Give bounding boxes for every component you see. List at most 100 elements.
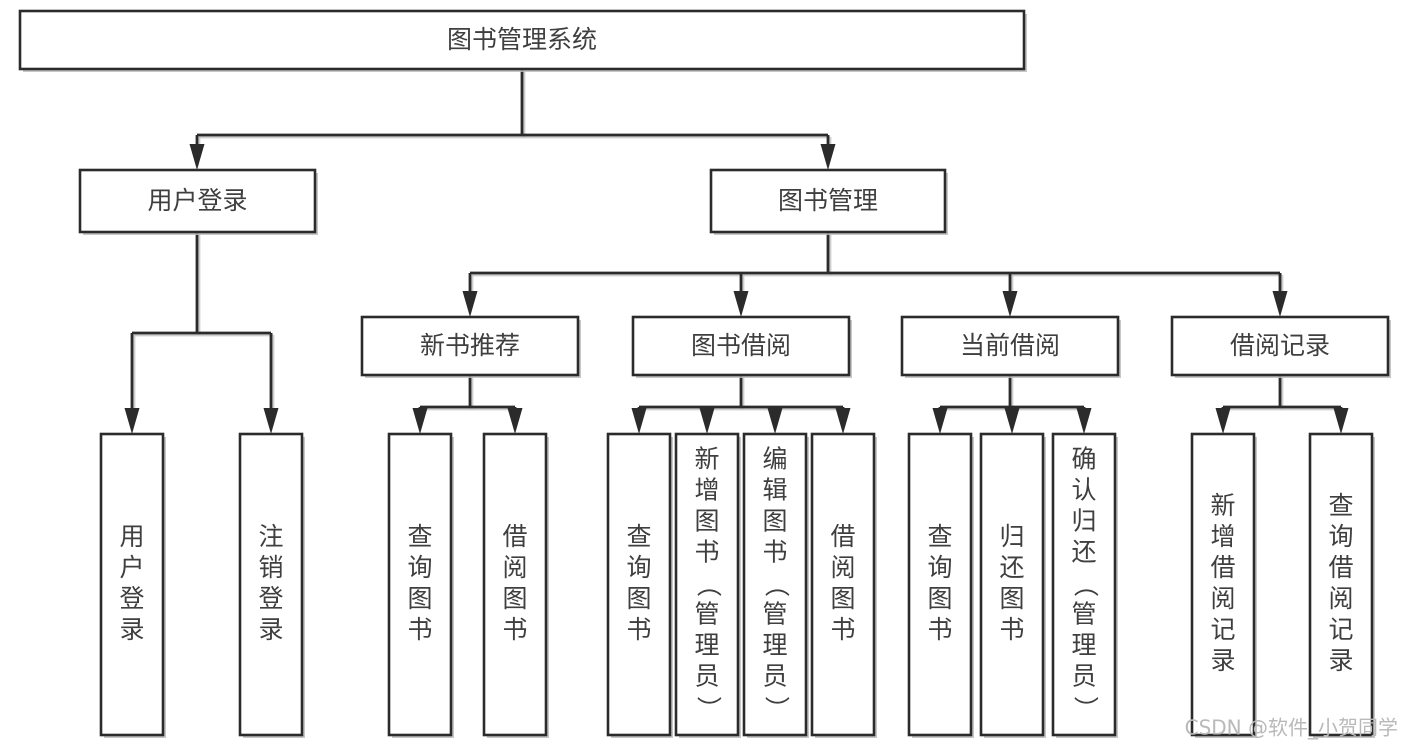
- node-label-char: 阅: [1328, 584, 1353, 613]
- node-label-char: ）: [762, 696, 791, 721]
- node-label-char: （: [762, 572, 791, 597]
- node-box: [606, 432, 672, 737]
- node-label-char: 员: [694, 662, 719, 691]
- connector-bus-user-login: [124, 232, 279, 434]
- node-user-login[interactable]: 用户登录: [78, 168, 318, 235]
- node-label-char: 销: [258, 553, 283, 582]
- node-label-char: 书: [927, 615, 952, 644]
- node-label-char: 还: [999, 553, 1024, 582]
- node-label-char: 询: [407, 553, 432, 582]
- node-label-char: （: [694, 572, 723, 597]
- node-label: 新书推荐: [420, 331, 520, 360]
- arrow-head-icon: [767, 408, 783, 434]
- arrow-head-icon: [1333, 408, 1349, 434]
- node-label-char: 还: [1071, 538, 1096, 567]
- node-box: [78, 168, 317, 234]
- node-label-char: 借: [502, 522, 527, 551]
- node-label-char: 借: [830, 522, 855, 551]
- arrow-head-icon: [835, 408, 851, 434]
- arrow-head-icon: [507, 408, 523, 434]
- connector-bus-root: [189, 69, 836, 170]
- arrow-head-icon: [1272, 291, 1288, 317]
- node-label-char: 书: [694, 538, 719, 567]
- node-label-char: 查: [927, 522, 952, 551]
- arrow-head-icon: [124, 408, 140, 434]
- node-label-char: 图: [927, 584, 952, 613]
- arrow-head-icon: [1076, 408, 1092, 434]
- node-current-borrow[interactable]: 当前借阅: [900, 315, 1121, 378]
- node-box: [907, 432, 973, 737]
- node-label-char: 询: [626, 553, 651, 582]
- node-leaf-user-login[interactable]: 用户登录: [99, 432, 166, 738]
- node-label-char: 书: [762, 538, 787, 567]
- node-label-char: 确: [1071, 445, 1096, 474]
- node-book-borrow[interactable]: 图书借阅: [631, 315, 852, 378]
- node-label: 图书管理系统: [447, 25, 597, 54]
- node-box: [709, 168, 947, 234]
- connector-bus-book-manage: [462, 232, 1288, 317]
- node-borrow-record[interactable]: 借阅记录: [1170, 315, 1391, 378]
- arrow-head-icon: [189, 144, 205, 170]
- connector-bus-book-borrow: [631, 375, 851, 434]
- node-box: [360, 315, 580, 377]
- node-label-char: 书: [999, 615, 1024, 644]
- node-label-char: 理: [762, 631, 787, 660]
- node-label: 用户登录: [147, 186, 247, 215]
- node-box: [742, 432, 808, 737]
- node-label-char: 员: [1071, 662, 1096, 691]
- node-label-char: 管: [1071, 600, 1096, 629]
- node-box: [1190, 432, 1256, 737]
- watermark-label: CSDN @软件_小贺同学: [1185, 716, 1398, 740]
- arrow-head-icon: [1215, 408, 1231, 434]
- node-label-char: 管: [762, 600, 787, 629]
- node-label-char: 图: [626, 584, 651, 613]
- node-new-book-recommend[interactable]: 新书推荐: [360, 315, 581, 378]
- node-book-manage[interactable]: 图书管理: [709, 168, 948, 235]
- node-label-char: 登: [258, 584, 283, 613]
- node-label-char: 阅: [1210, 584, 1235, 613]
- node-label-char: 增: [694, 476, 719, 505]
- node-label-char: 录: [258, 615, 283, 644]
- node-label-char: 编: [762, 445, 787, 474]
- node-box: [674, 432, 740, 737]
- node-label-char: 借: [1210, 553, 1235, 582]
- node-box: [900, 315, 1120, 377]
- node-label-char: 归: [999, 522, 1024, 551]
- node-label-char: 录: [1210, 646, 1235, 675]
- node-box: [482, 432, 548, 737]
- node-label: 图书借阅: [691, 331, 791, 360]
- node-label: 当前借阅: [960, 331, 1060, 360]
- node-label-char: 归: [1071, 507, 1096, 536]
- arrow-head-icon: [412, 408, 428, 434]
- node-label-char: 图: [762, 507, 787, 536]
- arrow-head-icon: [1002, 291, 1018, 317]
- node-label-char: 注: [258, 522, 283, 551]
- node-label-char: 增: [1210, 522, 1235, 551]
- node-label: 借阅记录: [1230, 331, 1330, 360]
- node-root-root[interactable]: 图书管理系统: [18, 9, 1027, 72]
- node-label-char: 录: [1328, 646, 1353, 675]
- node-box: [1051, 432, 1117, 737]
